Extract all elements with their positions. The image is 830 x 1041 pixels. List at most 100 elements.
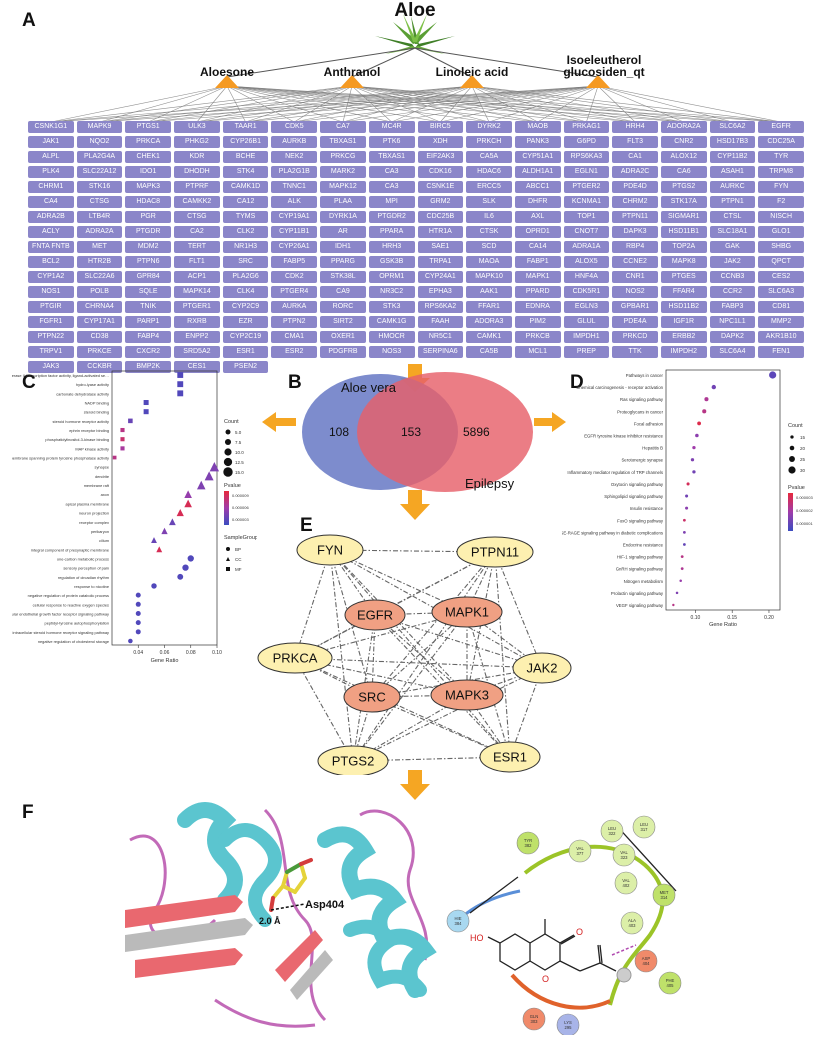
data-point-bp — [177, 573, 184, 580]
term-label: steroid hormone receptor activity — [53, 419, 109, 424]
term-label: negative regulation of cholesterol stora… — [38, 639, 109, 644]
gene-node: PTGER4 — [271, 286, 318, 298]
ppi-edge — [294, 657, 354, 762]
loop-strand — [359, 809, 429, 961]
term-label: Proteoglycans in cancer — [617, 409, 663, 414]
gene-node: DAPK3 — [612, 226, 658, 238]
term-label: GnRH signaling pathway — [616, 567, 664, 572]
ppi-edge — [329, 549, 468, 696]
ppi-edge — [329, 549, 511, 758]
gene-node: CCR2 — [709, 286, 756, 298]
gene-node: CA3 — [368, 181, 415, 193]
term-label: axon — [101, 492, 109, 497]
gene-node: PDGFRB — [320, 346, 366, 358]
helix-ribbon — [317, 826, 437, 998]
gene-node: SLC6A4 — [709, 346, 756, 358]
ppi-node-label: FYN — [317, 543, 343, 558]
gene-node: TRPV1 — [28, 346, 74, 358]
gene-node: TYMS — [222, 211, 269, 223]
residue-number: 384 — [455, 921, 463, 926]
ppi-edge — [294, 657, 511, 758]
gene-node: CYP1A2 — [28, 271, 74, 283]
helix-ribbon — [177, 802, 243, 908]
gene-node: PRKCB — [514, 331, 561, 343]
gene-node: RORC — [320, 301, 366, 313]
residue-node — [658, 971, 682, 995]
legend-count-dot — [224, 438, 232, 446]
data-point-bp — [135, 620, 141, 626]
legend-count-label: 25 — [800, 457, 806, 462]
legend-count-label: 30 — [800, 468, 806, 473]
residue-number: 314 — [661, 895, 669, 900]
gene-node: ADORA2A — [660, 121, 707, 133]
ppi-node — [479, 741, 541, 773]
gene-node: ALOX12 — [660, 151, 707, 163]
gene-node: CYP17A1 — [76, 316, 123, 328]
gene-node: NOS3 — [368, 346, 415, 358]
compound-target-edge — [351, 85, 392, 123]
gene-node: TOP1 — [563, 211, 610, 223]
gene-node: PLA2G1B — [271, 166, 318, 178]
residue-node — [556, 1013, 580, 1035]
legend-group-label: MF — [235, 567, 242, 572]
gene-node: MAPK10 — [466, 271, 512, 283]
gene-node: AURKC — [709, 181, 756, 193]
root-edge — [414, 47, 599, 78]
legend-pvalue-colorbar — [788, 493, 793, 531]
gene-node: PRKCH — [466, 136, 512, 148]
legend-pvalue-title: Pvalue — [788, 485, 805, 491]
compound-node — [215, 75, 239, 88]
gene-node: HSD11B2 — [660, 301, 707, 313]
compound-label: Linoleic acid — [436, 65, 509, 79]
gene-node: ALOX5 — [563, 256, 610, 268]
compound-target-edge — [351, 85, 782, 123]
gene-node: AURKA — [271, 301, 318, 313]
gene-node: STK4 — [222, 166, 269, 178]
compound-target-edge — [294, 85, 353, 123]
ligand-atom-ho: HO — [470, 933, 484, 943]
term-label: Focal adhesion — [634, 421, 664, 426]
gene-node: JAK2 — [709, 256, 756, 268]
data-point-mf — [177, 381, 184, 388]
gene-node: STK17A — [660, 196, 707, 208]
data-point — [692, 445, 696, 450]
gene-node: PPARA — [368, 226, 415, 238]
compound-target-edge — [196, 85, 599, 123]
gene-node: PTK6 — [368, 136, 415, 148]
gene-node: CTSK — [466, 226, 512, 238]
gene-node: CNR2 — [660, 136, 707, 148]
gene-node: CES2 — [758, 271, 804, 283]
ppi-node-label: PTPN11 — [471, 545, 519, 560]
legend-count-label: 7.5 — [235, 440, 242, 445]
gene-node: CHRNA4 — [76, 301, 123, 313]
gene-node: FAAH — [417, 316, 464, 328]
gene-node: NR1H3 — [222, 241, 269, 253]
gene-node: TRPM8 — [758, 166, 804, 178]
gene-node: PTGDR — [125, 226, 172, 238]
gene-node: TERT — [174, 241, 220, 253]
gene-node: PRKAG1 — [563, 121, 610, 133]
gene-node: CYP2C19 — [222, 331, 269, 343]
term-label: ephrin receptor binding — [69, 428, 109, 433]
compound-target-edge — [99, 85, 228, 123]
gene-node: DHODH — [174, 166, 220, 178]
gene-node: SIRT2 — [320, 316, 366, 328]
gene-node: CNOT7 — [563, 226, 610, 238]
term-label: Oxytocin signaling pathway — [611, 482, 664, 487]
gene-node: PTGIR — [28, 301, 74, 313]
compound-target-edge — [351, 85, 441, 123]
compound-target-edge — [196, 85, 353, 123]
residue-number: 323 — [621, 855, 629, 860]
gene-node: FGFR1 — [28, 316, 74, 328]
data-point — [679, 579, 682, 583]
compound-node — [460, 75, 484, 88]
x-tick-label: 0.06 — [160, 650, 170, 656]
residue-name: HIE — [455, 916, 462, 921]
gene-node: DAPK2 — [709, 331, 756, 343]
gene-node: RPS6KA3 — [563, 151, 610, 163]
